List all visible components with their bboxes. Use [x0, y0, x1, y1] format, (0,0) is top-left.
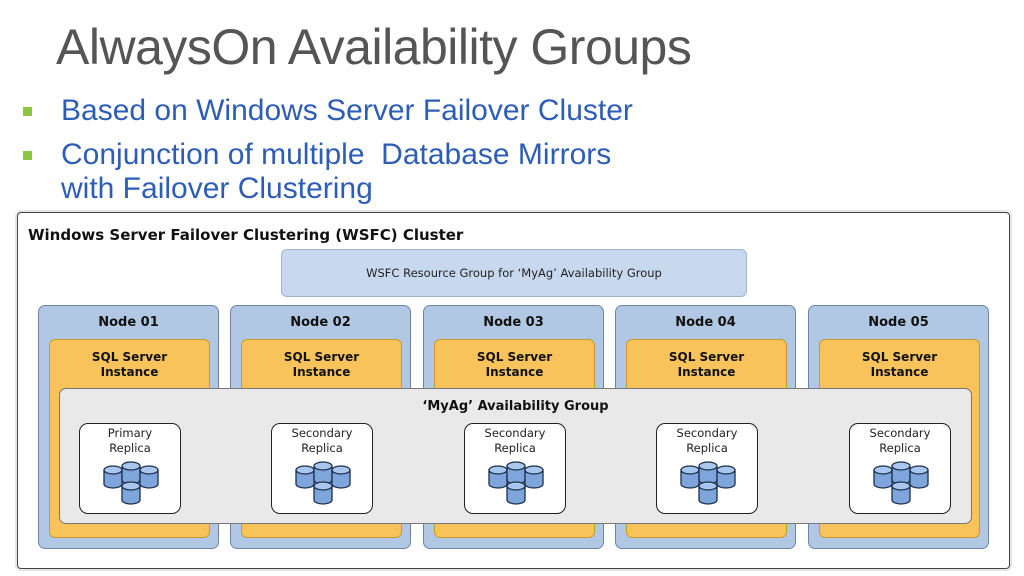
bullet-text: Based on Windows Server Failover Cluster [61, 94, 633, 127]
database-cluster-icon [486, 460, 546, 510]
instance-label: SQL Server Instance [627, 350, 786, 380]
database-cluster-icon [293, 460, 353, 510]
bullet-list: Based on Windows Server Failover Cluster… [22, 94, 633, 216]
node-label: Node 03 [483, 315, 544, 330]
replica-box: Secondary Replica [656, 423, 758, 514]
instance-label-line: SQL Server [668, 350, 745, 364]
slide-title: AlwaysOn Availability Groups [56, 19, 692, 75]
replica-label-line: Replica [494, 441, 536, 455]
replica-box: Primary Replica [79, 423, 181, 514]
replica-label-line: Secondary [676, 426, 738, 440]
availability-group-box: ‘MyAg’ Availability Group Primary Replic… [59, 388, 972, 524]
instance-label: SQL Server Instance [50, 350, 209, 380]
wsfc-resource-group: WSFC Resource Group for ‘MyAg’ Availabil… [281, 249, 747, 297]
replica-box: Secondary Replica [849, 423, 951, 514]
database-cluster-icon [101, 460, 161, 510]
wsfc-cluster-diagram: Windows Server Failover Clustering (WSFC… [17, 212, 1010, 569]
bullet-square-icon [23, 151, 32, 160]
replica-label-line: Replica [879, 441, 921, 455]
instance-label-line: SQL Server [91, 350, 168, 364]
bullet-item: Conjunction of multiple Database Mirrors… [22, 138, 633, 206]
instance-label-line: SQL Server [476, 350, 553, 364]
replica-label: Secondary Replica [272, 426, 372, 456]
node-label: Node 01 [98, 315, 159, 330]
instance-label: SQL Server Instance [820, 350, 979, 380]
cluster-title: Windows Server Failover Clustering (WSFC… [28, 226, 464, 244]
replica-label-line: Replica [109, 441, 151, 455]
instance-label-line: Instance [292, 365, 351, 379]
node-label: Node 05 [868, 315, 929, 330]
bullet-item: Based on Windows Server Failover Cluster [22, 94, 633, 128]
replica-label-line: Secondary [869, 426, 931, 440]
instance-label-line: Instance [100, 365, 159, 379]
database-cluster-icon [678, 460, 738, 510]
node-label: Node 02 [290, 315, 351, 330]
replica-label-line: Secondary [484, 426, 546, 440]
replica-label-line: Replica [301, 441, 343, 455]
replica-box: Secondary Replica [464, 423, 566, 514]
replica-label-line: Replica [686, 441, 728, 455]
replica-label: Secondary Replica [657, 426, 757, 456]
bullet-text-continued: with Failover Clustering [61, 172, 373, 205]
replica-label: Primary Replica [80, 426, 180, 456]
replica-label: Secondary Replica [465, 426, 565, 456]
bullet-square-icon [23, 107, 32, 116]
availability-group-title: ‘MyAg’ Availability Group [422, 399, 609, 414]
instance-label-line: Instance [485, 365, 544, 379]
node-label: Node 04 [675, 315, 736, 330]
replica-label-line: Primary [107, 426, 153, 440]
instance-label-line: Instance [870, 365, 929, 379]
instance-label-line: Instance [677, 365, 736, 379]
instance-label: SQL Server Instance [435, 350, 594, 380]
bullet-text: Conjunction of multiple Database Mirrors [61, 138, 612, 171]
replica-label: Secondary Replica [850, 426, 950, 456]
instance-label-line: SQL Server [861, 350, 938, 364]
replica-box: Secondary Replica [271, 423, 373, 514]
database-cluster-icon [871, 460, 931, 510]
instance-label-line: SQL Server [283, 350, 360, 364]
replica-label-line: Secondary [291, 426, 353, 440]
instance-label: SQL Server Instance [242, 350, 401, 380]
